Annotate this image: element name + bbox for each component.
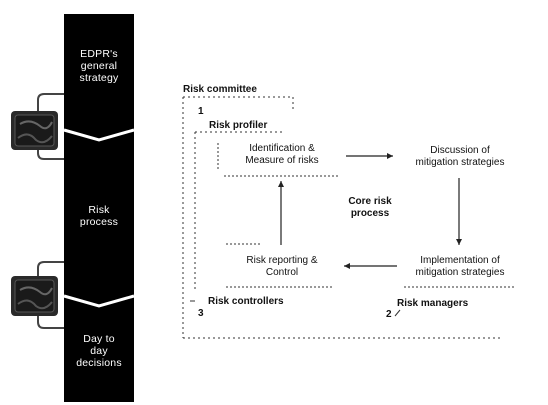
chevron-divider-bottom xyxy=(63,294,135,308)
risk-process-label: Risk process xyxy=(79,204,119,228)
risk-profiler-frame xyxy=(194,131,338,290)
chevron-divider-top xyxy=(63,128,135,142)
step-implementation: Implementation of mitigation strategies xyxy=(415,255,505,278)
risk-controllers-label: Risk controllers xyxy=(208,296,284,307)
risk-profiler-label: Risk profiler xyxy=(209,120,268,131)
step-identification: Identification & Measure of risks xyxy=(245,143,319,166)
step-discussion: Discussion of mitigation strategies xyxy=(415,145,505,168)
process-flow-bar xyxy=(63,14,135,402)
role-number-1: 1 xyxy=(198,106,204,117)
step-reporting: Risk reporting & Control xyxy=(246,255,318,278)
risk-committee-frame xyxy=(182,96,500,339)
role-number-3: 3 xyxy=(198,308,204,319)
role-number-2: 2 xyxy=(386,309,392,320)
risk-committee-label: Risk committee xyxy=(183,84,257,95)
gear-connector-icon-top xyxy=(11,93,64,160)
risk-managers-label: Risk managers xyxy=(397,298,469,309)
core-risk-process-label: Core risk process xyxy=(348,196,392,219)
strategy-label: EDPR's general strategy xyxy=(79,48,119,84)
decisions-label: Day to day decisions xyxy=(76,333,122,369)
gear-connector-icon-bottom xyxy=(11,261,64,329)
